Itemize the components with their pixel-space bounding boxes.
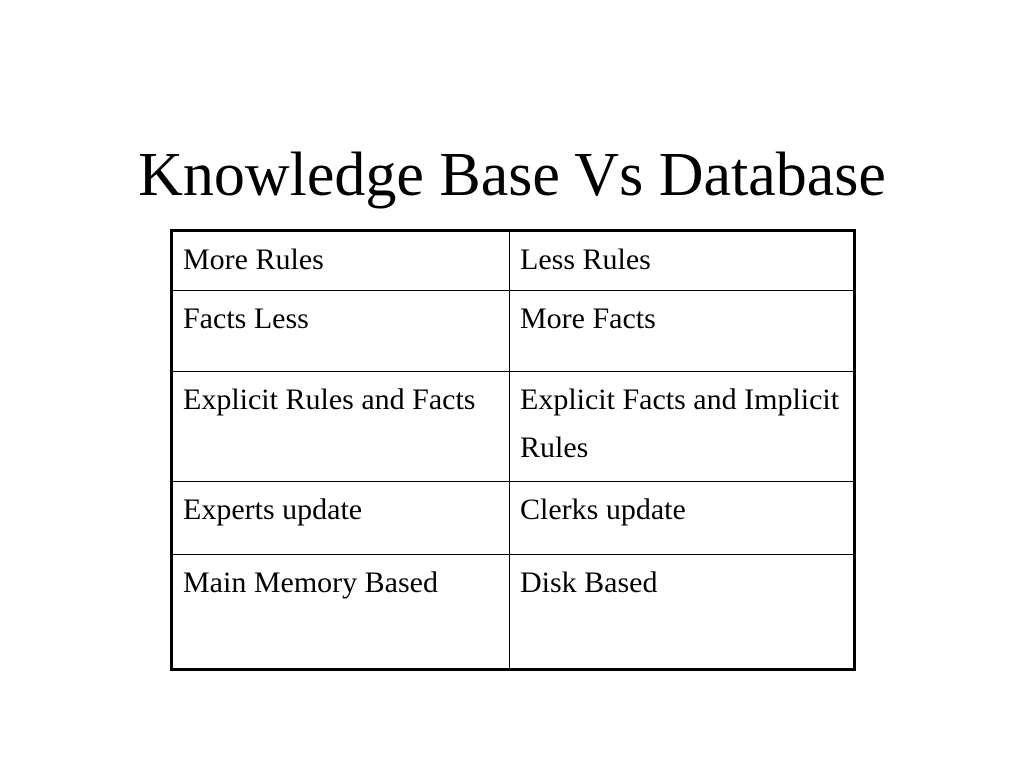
cell-text: Disk Based: [520, 566, 658, 599]
cell-text: More Rules: [183, 243, 324, 276]
cell-text: Less Rules: [520, 243, 651, 276]
cell-knowledge-base: Experts update: [171, 481, 510, 555]
cell-database: Clerks update: [509, 481, 855, 555]
table-row: Experts update Clerks update: [171, 481, 855, 555]
cell-text: Clerks update: [520, 493, 686, 526]
cell-knowledge-base: More Rules: [171, 230, 510, 291]
cell-database: Explicit Facts and Implicit Rules: [509, 371, 855, 482]
cell-text: Facts Less: [183, 302, 309, 335]
table-row: Facts Less More Facts: [171, 290, 855, 372]
table-body: More Rules Less Rules Facts Less More Fa…: [171, 230, 855, 670]
cell-text: More Facts: [520, 302, 656, 335]
cell-database: Less Rules: [509, 230, 855, 291]
table-row: More Rules Less Rules: [171, 230, 855, 291]
cell-knowledge-base: Facts Less: [171, 290, 510, 372]
comparison-table: More Rules Less Rules Facts Less More Fa…: [170, 229, 856, 671]
cell-knowledge-base: Explicit Rules and Facts: [171, 371, 510, 482]
cell-text: Explicit Facts and Implicit Rules: [520, 383, 840, 464]
cell-knowledge-base: Main Memory Based: [171, 554, 510, 670]
cell-text: Main Memory Based: [183, 566, 438, 599]
cell-text: Explicit Rules and Facts: [183, 383, 476, 416]
page-title: Knowledge Base Vs Database: [138, 140, 886, 209]
cell-database: More Facts: [509, 290, 855, 372]
cell-database: Disk Based: [509, 554, 855, 670]
table-row: Main Memory Based Disk Based: [171, 554, 855, 670]
table-row: Explicit Rules and Facts Explicit Facts …: [171, 371, 855, 482]
cell-text: Experts update: [183, 493, 363, 526]
